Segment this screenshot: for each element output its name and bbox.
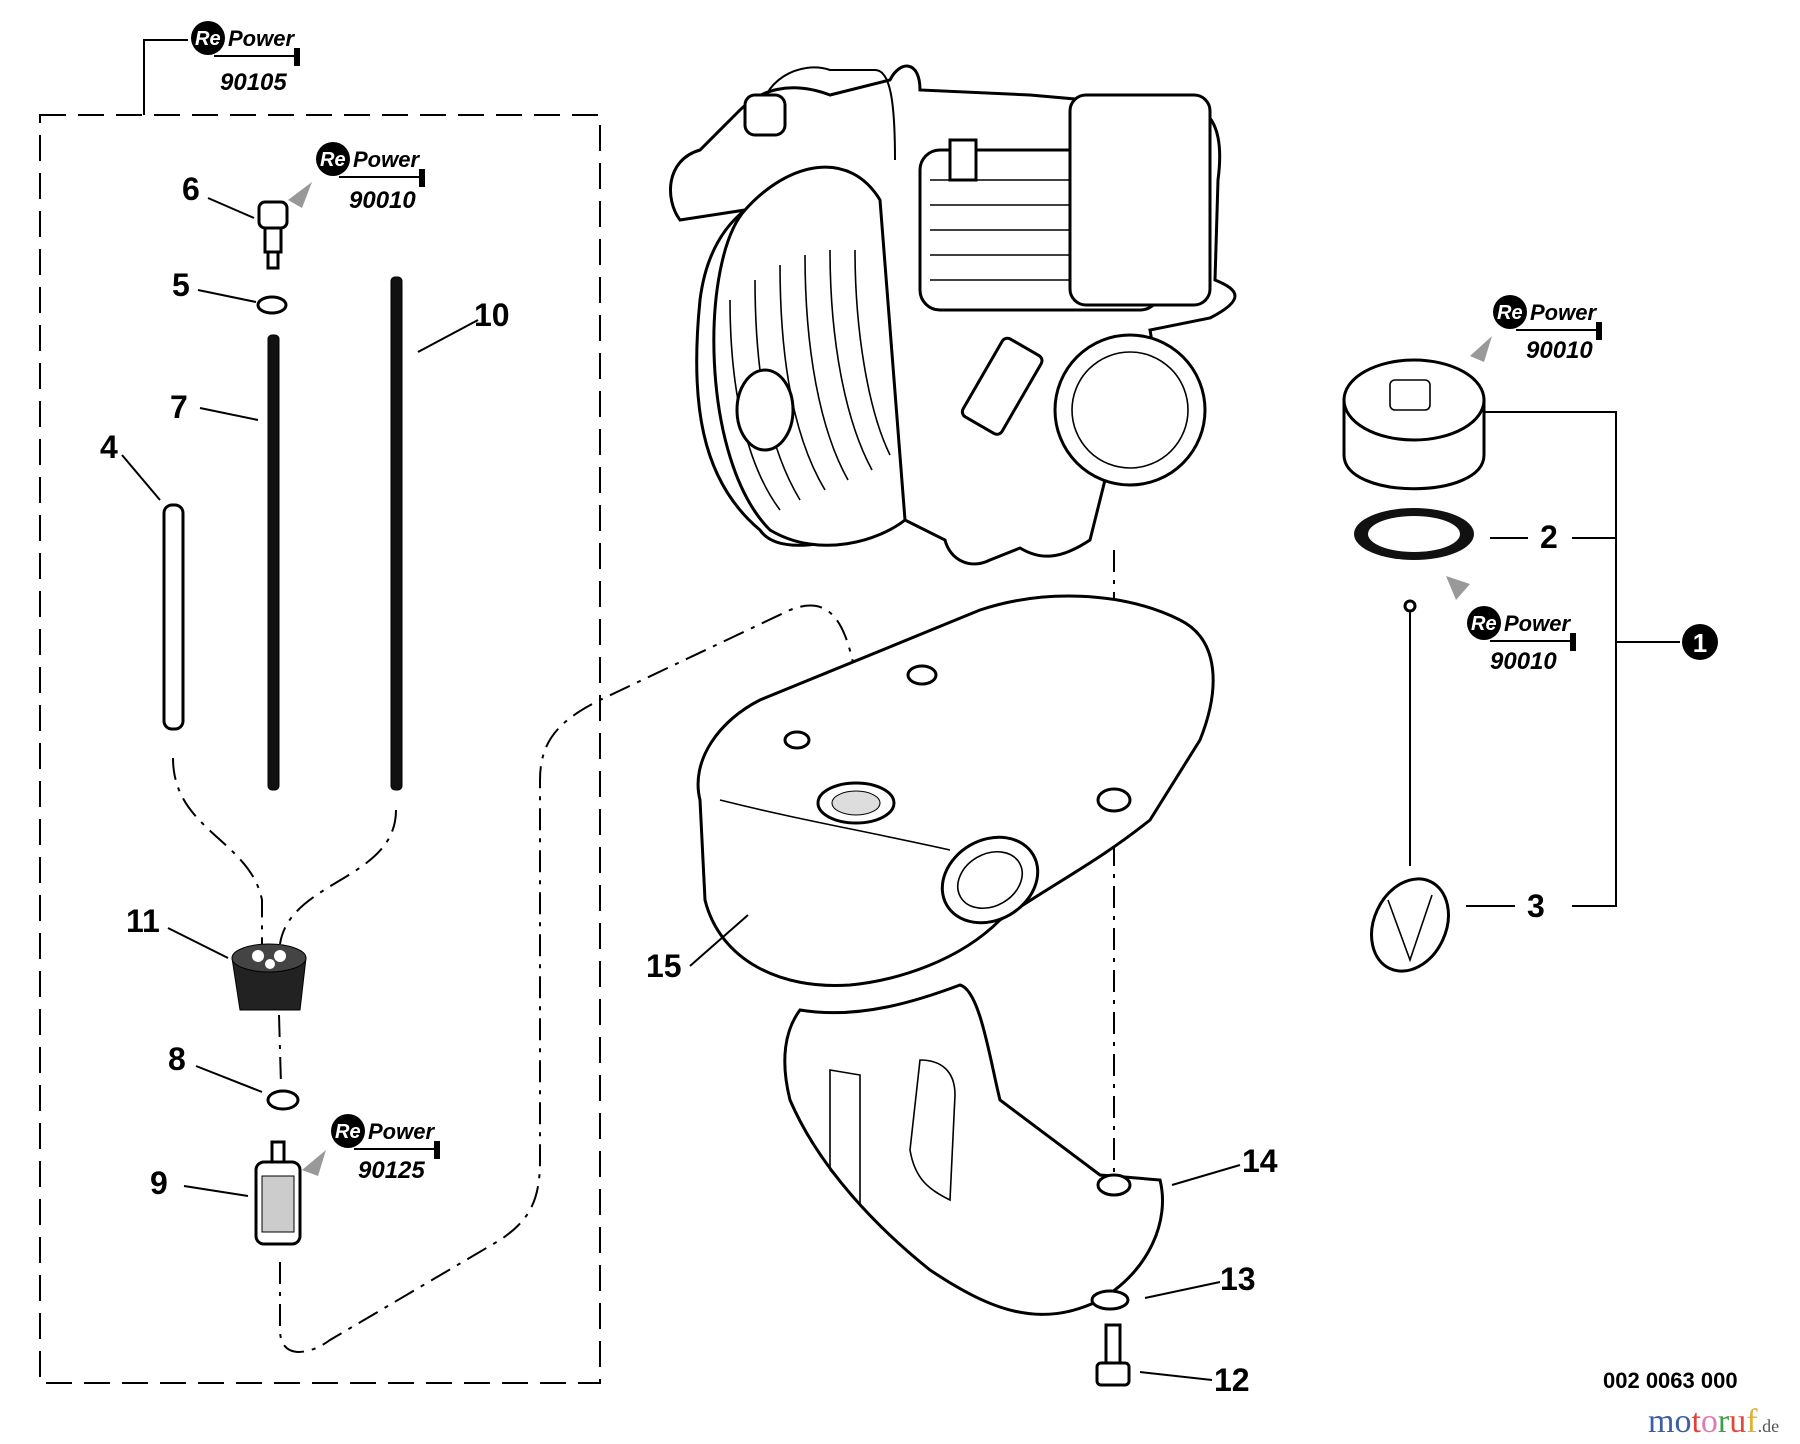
part-10-fuel-line	[390, 276, 403, 791]
repower-badge-gasket: Re Power 90010	[1466, 605, 1577, 675]
svg-text:Re: Re	[1471, 613, 1497, 635]
svg-text:Re: Re	[1497, 302, 1523, 324]
callout-7: 7	[170, 389, 188, 425]
routing-line	[279, 809, 397, 945]
part-5-ring	[256, 295, 288, 315]
callout-1: 1	[1693, 628, 1707, 658]
svg-text:Power: Power	[1530, 300, 1597, 325]
fuel-line-routing	[279, 604, 861, 1353]
svg-text:90010: 90010	[1526, 337, 1593, 364]
svg-text:Power: Power	[1504, 611, 1571, 636]
part-14-tank-guard	[783, 983, 1164, 1316]
drawing-number: 002 0063 000	[1603, 1368, 1738, 1393]
svg-text:Power: Power	[353, 147, 420, 172]
pointer-triangle-icon	[302, 1150, 326, 1176]
assembly-callout-badge	[1682, 624, 1718, 660]
repower-badge-90105: Re Power 90105	[190, 20, 301, 96]
callout-11: 11	[126, 903, 160, 939]
repower-badge-cap: Re Power 90010	[1492, 294, 1603, 364]
callout-4: 4	[100, 429, 118, 465]
callout-10: 10	[474, 297, 510, 333]
pointer-triangle-icon	[288, 182, 312, 208]
assembly-bracket-line	[1483, 411, 1617, 907]
svg-text:Power: Power	[228, 26, 295, 51]
callout-5: 5	[172, 267, 190, 303]
repower-badge-filter: Re Power 90125	[330, 1113, 441, 1184]
part-7-fuel-line	[267, 334, 280, 791]
callout-14: 14	[1242, 1143, 1278, 1179]
svg-text:Re: Re	[335, 1121, 361, 1143]
svg-text:90010: 90010	[349, 187, 416, 214]
svg-text:Re: Re	[320, 149, 346, 171]
pointer-triangle-icon	[1446, 576, 1470, 600]
callout-13: 13	[1220, 1261, 1256, 1297]
callout-6: 6	[182, 171, 200, 207]
part-11-grommet	[231, 943, 307, 1011]
part-fuel-cap	[1342, 358, 1486, 491]
leader-lines	[121, 197, 1241, 1381]
svg-text:90105: 90105	[220, 69, 287, 96]
part-9-fuel-filter	[254, 1140, 302, 1246]
svg-text:Re: Re	[195, 28, 221, 50]
pointer-triangle-icon	[1470, 336, 1492, 362]
part-15-fuel-tank	[696, 594, 1215, 988]
callout-8: 8	[168, 1041, 186, 1077]
engine-assembly	[669, 64, 1237, 566]
part-13-washer	[1090, 1289, 1130, 1311]
callout-12: 12	[1214, 1362, 1250, 1398]
watermark-logo: motoruf.de	[1648, 1403, 1780, 1440]
part-4-tube	[162, 503, 185, 731]
callout-2: 2	[1540, 519, 1558, 555]
routing-line	[278, 1014, 282, 1086]
kit-bracket-line	[143, 39, 188, 115]
part-3-strainer	[1370, 599, 1450, 973]
part-12-screw	[1095, 1323, 1131, 1387]
part-2-gasket	[1354, 508, 1474, 560]
part-6-fitting	[257, 200, 289, 270]
svg-text:90125: 90125	[358, 1157, 425, 1184]
fuel-system-kit-box	[39, 114, 601, 1384]
routing-line	[172, 757, 263, 944]
svg-text:90010: 90010	[1490, 648, 1557, 675]
part-8-ring	[266, 1089, 300, 1111]
callout-3: 3	[1527, 888, 1545, 924]
repower-badge-fitting: Re Power 90010	[315, 141, 426, 214]
callout-15: 15	[646, 948, 682, 984]
callout-9: 9	[150, 1165, 168, 1201]
svg-text:Power: Power	[368, 1119, 435, 1144]
